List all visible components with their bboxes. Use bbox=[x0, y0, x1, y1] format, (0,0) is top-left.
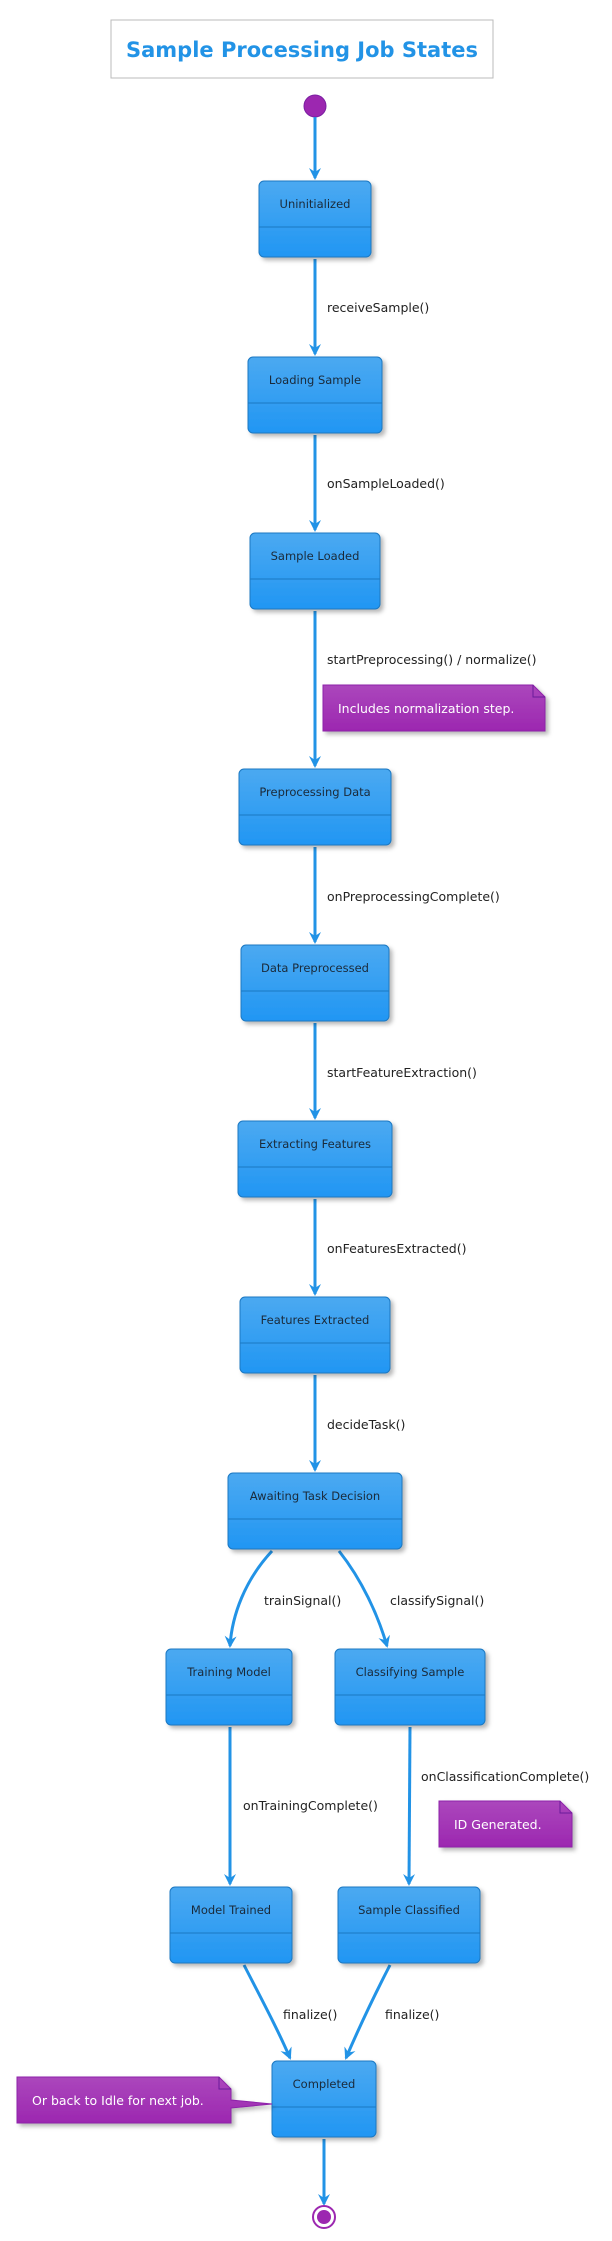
state-uninitialized-label: Uninitialized bbox=[280, 197, 351, 211]
edge-finalize-left bbox=[242, 1964, 292, 2060]
state-completed-label: Completed bbox=[293, 2077, 356, 2091]
state-preprocessing-data: Preprocessing Data bbox=[238, 768, 392, 846]
edge-train-signal bbox=[224, 1549, 274, 1648]
note-normalization-text: Includes normalization step. bbox=[338, 701, 514, 716]
label-decide-task: decideTask() bbox=[327, 1417, 405, 1432]
label-classify-signal: classifySignal() bbox=[390, 1593, 484, 1608]
label-on-features-extracted: onFeaturesExtracted() bbox=[327, 1241, 466, 1256]
note-id-generated-text: ID Generated. bbox=[454, 1817, 542, 1832]
diagram-title-text: Sample Processing Job States bbox=[126, 38, 478, 62]
state-awaiting-task-decision: Awaiting Task Decision bbox=[227, 1472, 403, 1550]
state-model-trained-label: Model Trained bbox=[191, 1903, 271, 1917]
note-back-to-idle-text: Or back to Idle for next job. bbox=[32, 2093, 204, 2108]
note-normalization: Includes normalization step. bbox=[322, 684, 546, 732]
label-finalize-left: finalize() bbox=[283, 2007, 337, 2022]
label-start-preprocessing: startPreprocessing() / normalize() bbox=[327, 652, 537, 667]
state-loading-sample: Loading Sample bbox=[247, 356, 383, 434]
state-model-trained: Model Trained bbox=[169, 1886, 293, 1964]
state-sample-classified: Sample Classified bbox=[337, 1886, 481, 1964]
state-features-extracted-label: Features Extracted bbox=[261, 1313, 370, 1327]
state-data-preprocessed: Data Preprocessed bbox=[240, 944, 390, 1022]
state-extracting-features: Extracting Features bbox=[237, 1120, 393, 1198]
state-sample-classified-label: Sample Classified bbox=[358, 1903, 460, 1917]
label-receive-sample: receiveSample() bbox=[327, 300, 429, 315]
state-extracting-features-label: Extracting Features bbox=[259, 1137, 371, 1151]
label-on-sample-loaded: onSampleLoaded() bbox=[327, 476, 445, 491]
state-loading-sample-label: Loading Sample bbox=[269, 373, 361, 387]
initial-state-node bbox=[303, 94, 327, 118]
final-state-node bbox=[312, 2205, 336, 2229]
state-sample-loaded: Sample Loaded bbox=[249, 532, 381, 610]
state-training-model: Training Model bbox=[165, 1648, 293, 1726]
state-sample-loaded-label: Sample Loaded bbox=[271, 549, 360, 563]
transition-labels: receiveSample() onSampleLoaded() startPr… bbox=[243, 300, 589, 2022]
label-train-signal: trainSignal() bbox=[264, 1593, 341, 1608]
notes: Includes normalization step. ID Generate… bbox=[16, 684, 573, 2124]
state-classifying-sample: Classifying Sample bbox=[334, 1648, 486, 1726]
label-start-feature-extraction: startFeatureExtraction() bbox=[327, 1065, 477, 1080]
edge-on-classification-complete bbox=[403, 1726, 416, 1886]
state-classifying-sample-label: Classifying Sample bbox=[356, 1665, 465, 1679]
edge-classify-signal bbox=[337, 1550, 390, 1648]
state-training-model-label: Training Model bbox=[186, 1665, 271, 1679]
label-on-preprocessing-complete: onPreprocessingComplete() bbox=[327, 889, 500, 904]
state-preprocessing-data-label: Preprocessing Data bbox=[259, 785, 370, 799]
note-id-generated: ID Generated. bbox=[438, 1800, 573, 1848]
label-on-classification-complete: onClassificationComplete() bbox=[421, 1769, 589, 1784]
state-awaiting-task-decision-label: Awaiting Task Decision bbox=[250, 1489, 380, 1503]
transition-edges bbox=[224, 117, 416, 2206]
state-completed: Completed bbox=[271, 2060, 377, 2138]
label-finalize-right: finalize() bbox=[385, 2007, 439, 2022]
note-back-to-idle: Or back to Idle for next job. bbox=[16, 2076, 273, 2124]
state-features-extracted: Features Extracted bbox=[239, 1296, 391, 1374]
states: Uninitialized Loading Sample Sample Load… bbox=[165, 180, 486, 2138]
state-uninitialized: Uninitialized bbox=[258, 180, 372, 258]
diagram-title: Sample Processing Job States bbox=[110, 19, 494, 79]
edge-finalize-right bbox=[344, 1964, 392, 2060]
label-on-training-complete: onTrainingComplete() bbox=[243, 1798, 378, 1813]
state-data-preprocessed-label: Data Preprocessed bbox=[261, 961, 369, 975]
